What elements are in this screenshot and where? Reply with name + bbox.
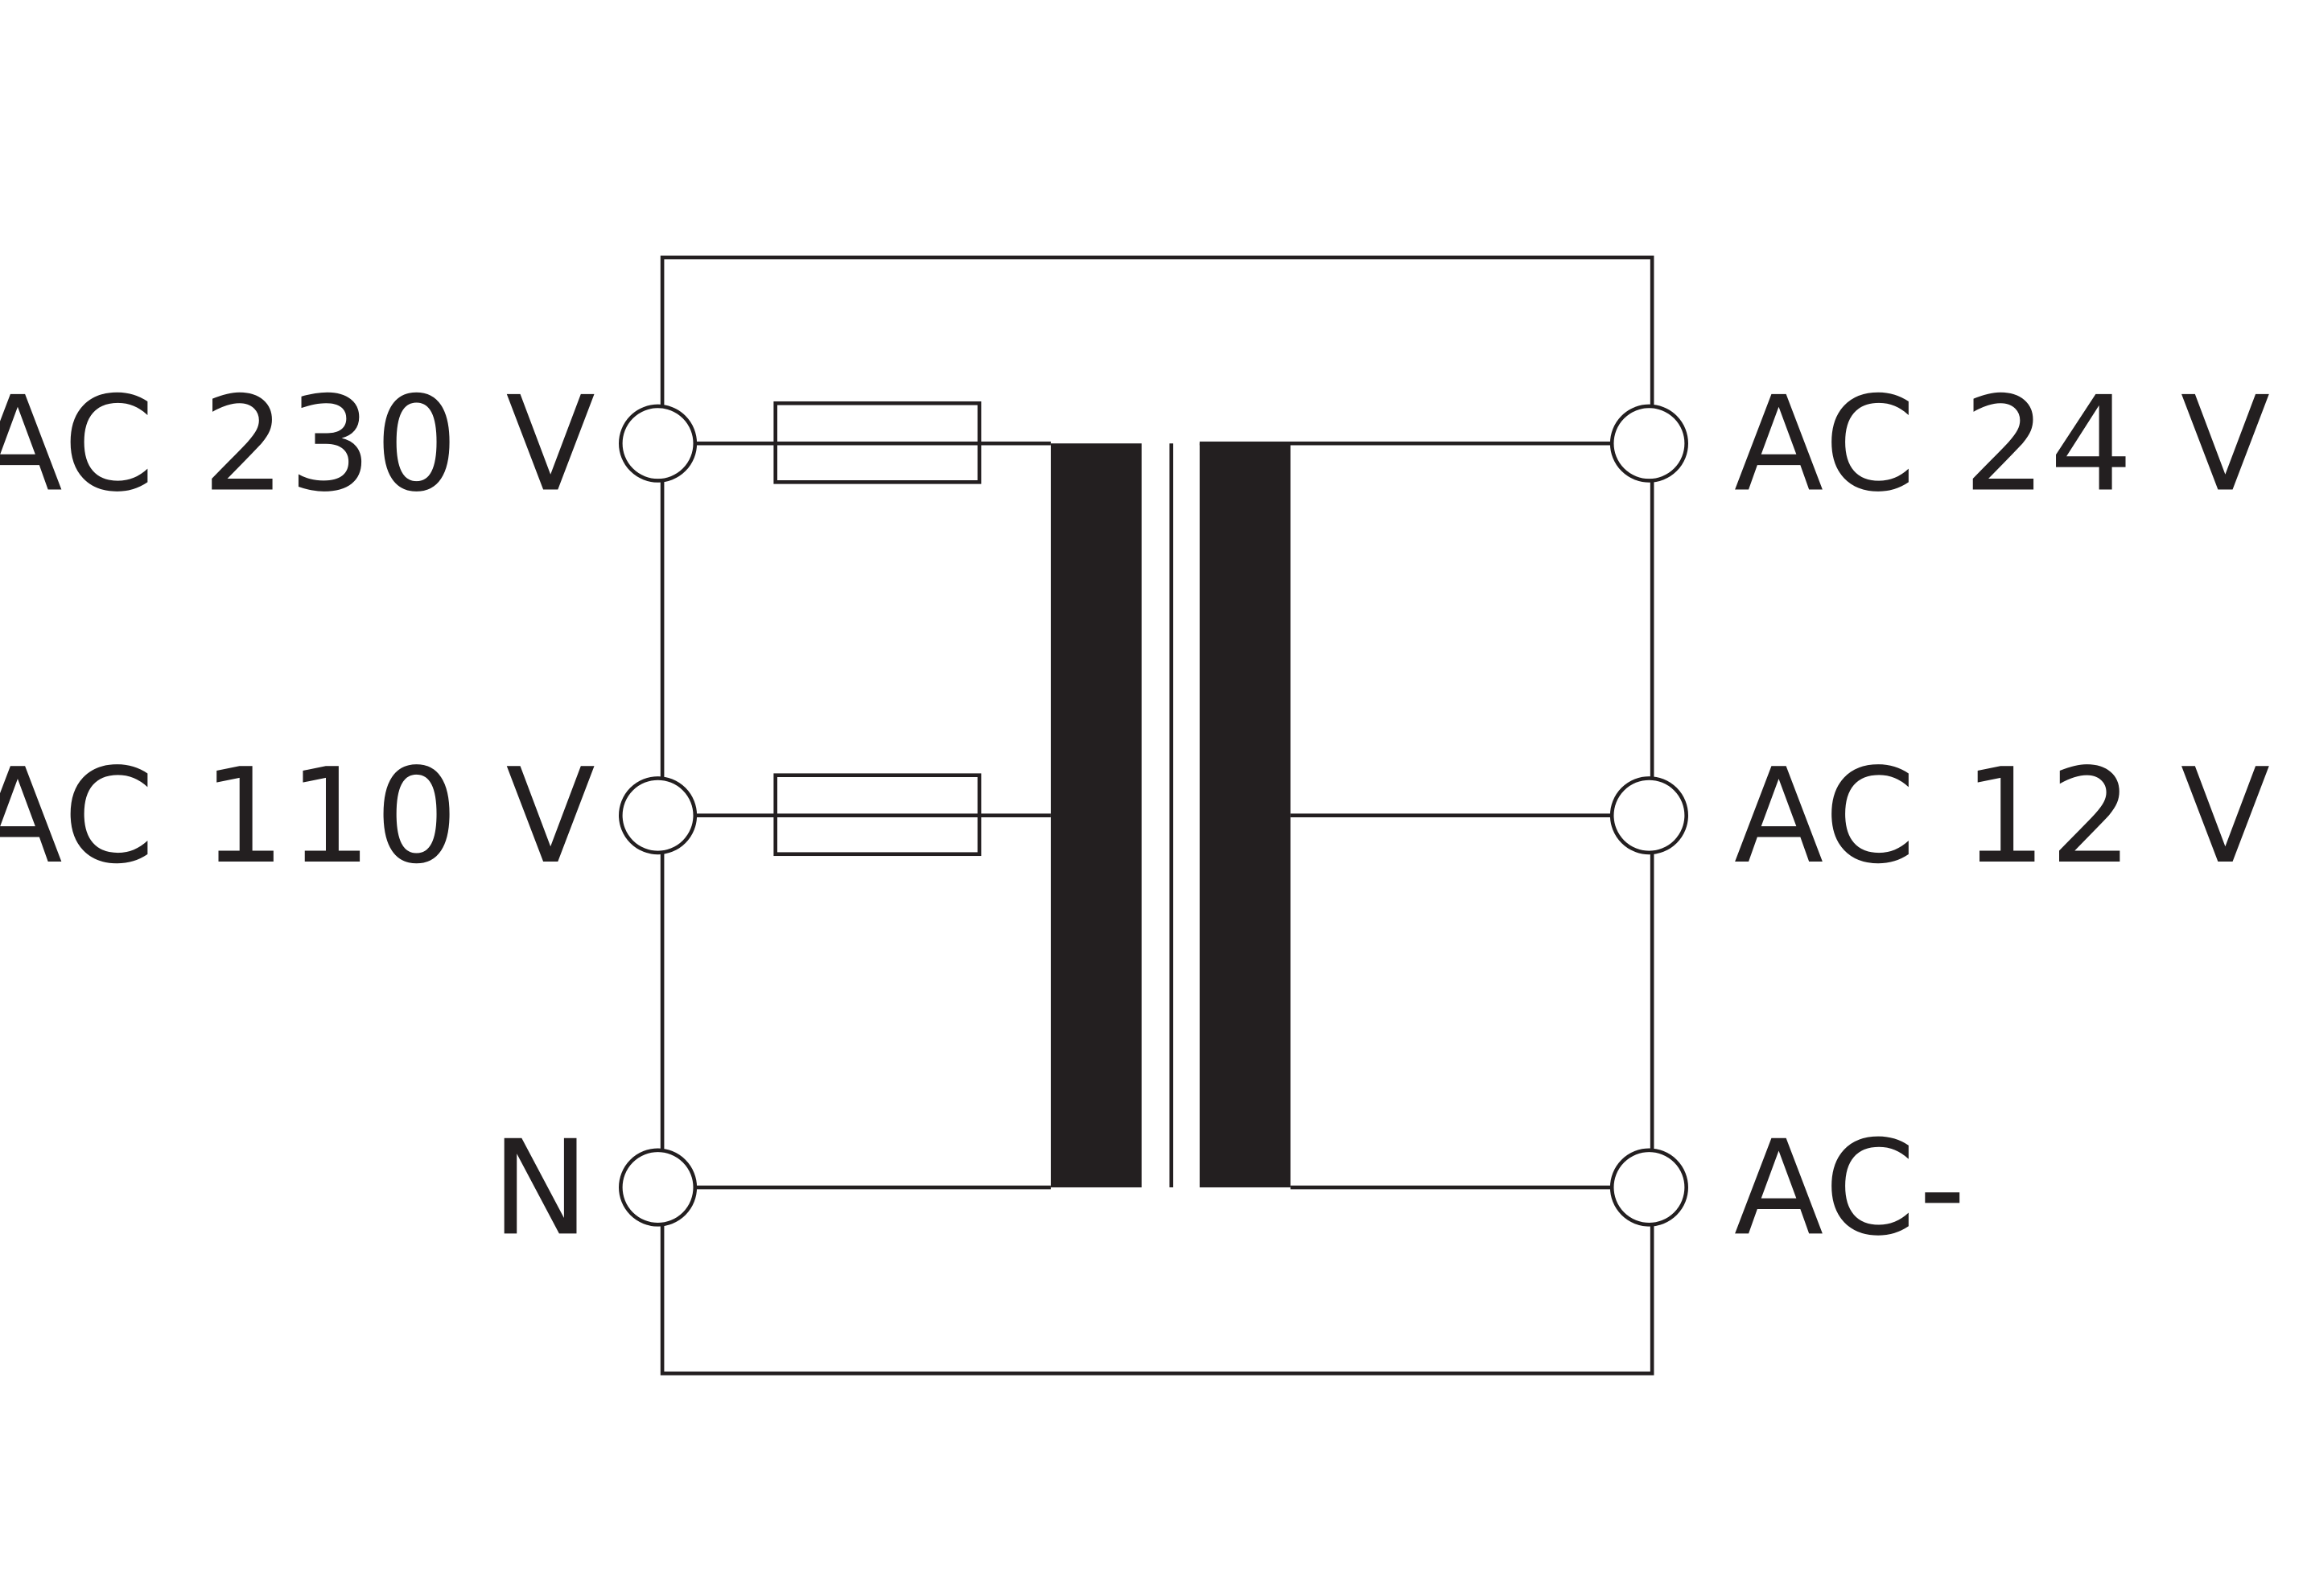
label-ac-common: AC- [1734, 1113, 1969, 1265]
terminal-110v [619, 776, 698, 855]
primary-winding [1050, 443, 1142, 1188]
label-neutral: N [492, 1113, 592, 1265]
label-230v: AC 230 V [0, 369, 599, 521]
terminal-ac-common [1609, 1148, 1688, 1227]
fuse-230v [773, 401, 982, 484]
terminal-24v [1609, 404, 1688, 483]
label-12v: AC 12 V [1734, 741, 2273, 893]
fuse-110v [773, 773, 982, 857]
secondary-winding [1199, 443, 1291, 1188]
label-110v: AC 110 V [0, 741, 599, 893]
terminal-230v [619, 404, 698, 483]
terminal-neutral [619, 1148, 698, 1227]
terminal-12v [1609, 776, 1688, 855]
label-24v: AC 24 V [1734, 369, 2273, 521]
